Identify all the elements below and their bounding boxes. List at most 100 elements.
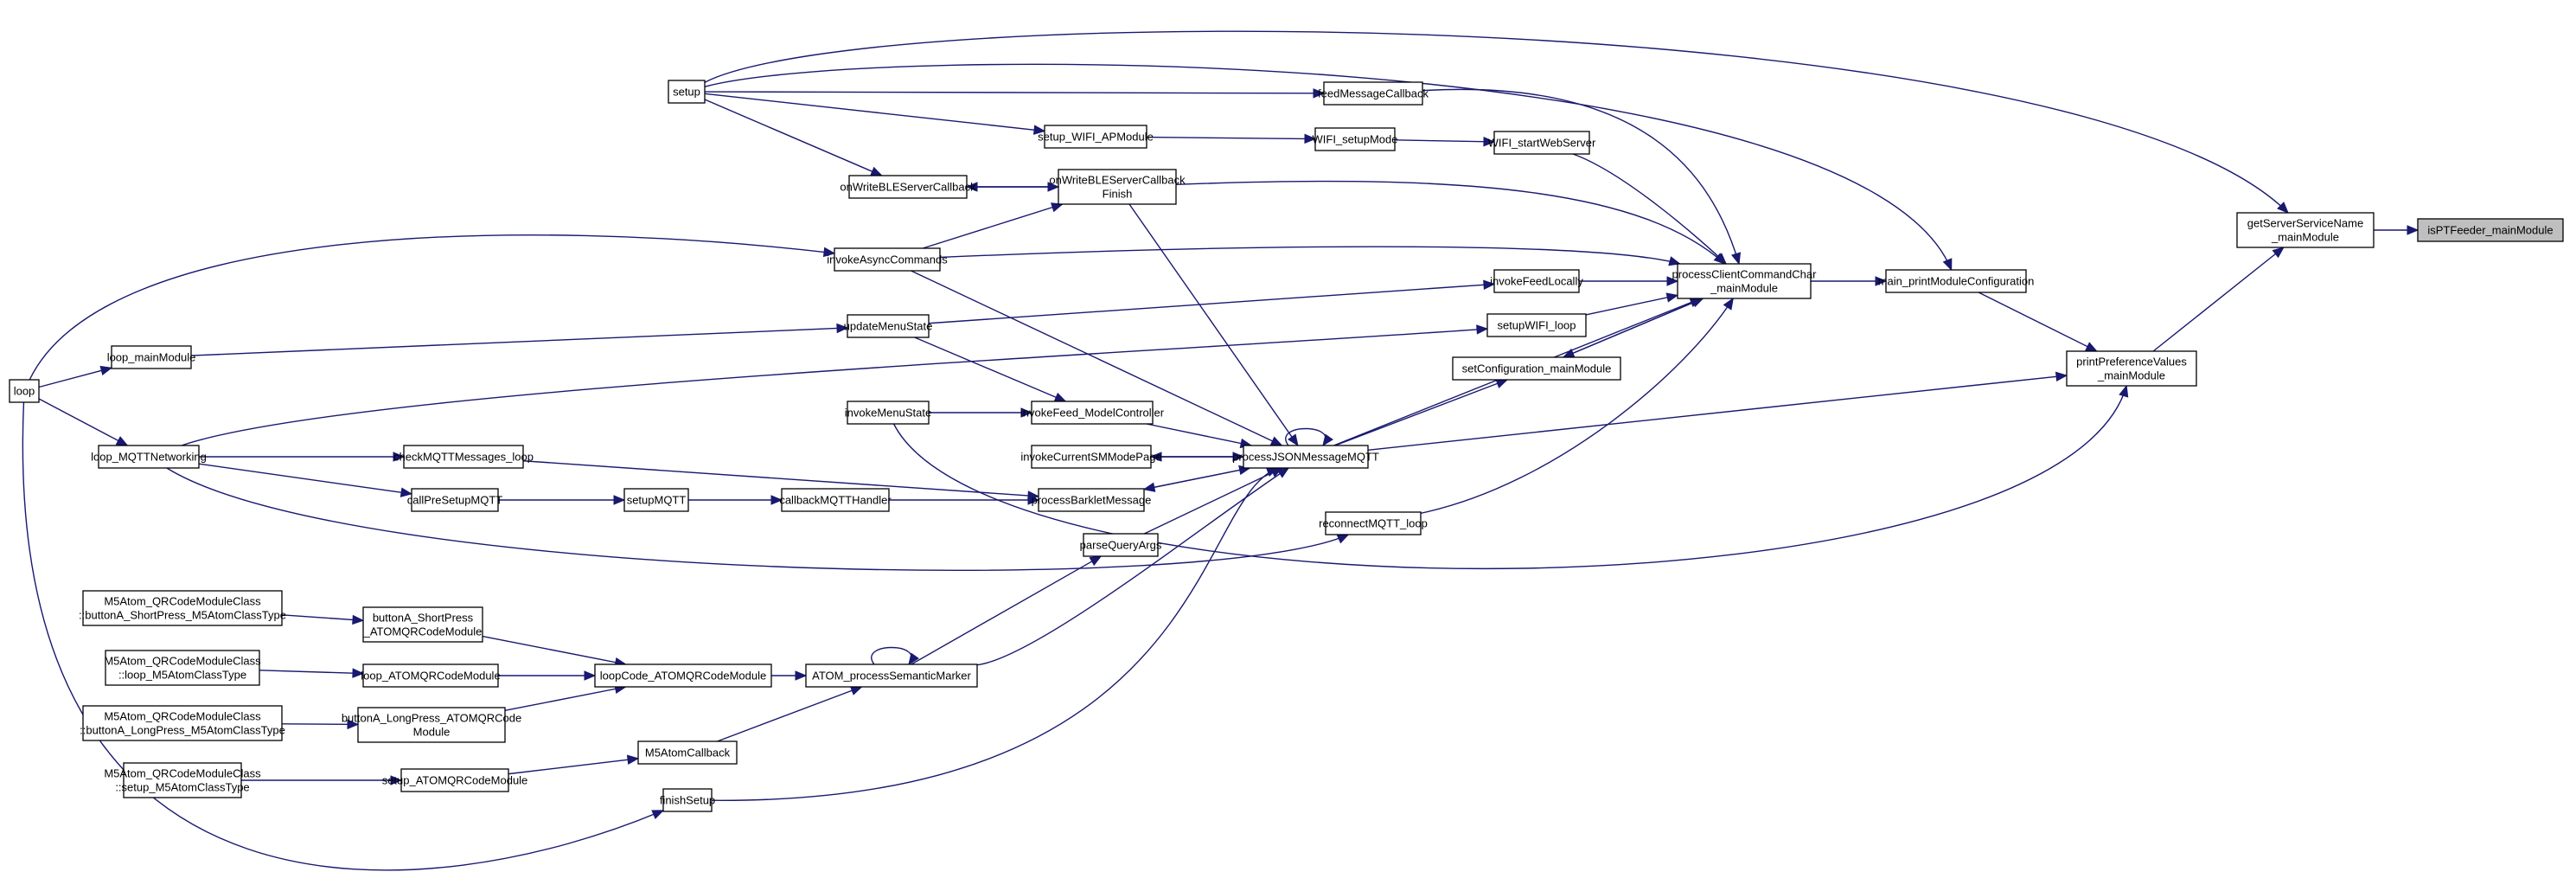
node-label: processBarkletMessage — [1032, 494, 1152, 507]
node-box — [123, 762, 242, 798]
edge-setupWIFI_loop-to-processClientCommandChar — [1585, 292, 1679, 316]
node-setupMQTT[interactable]: setupMQTT — [623, 488, 689, 512]
node-main_printModuleConfiguration[interactable]: main_printModuleConfiguration — [1878, 269, 2035, 293]
node-buttonA_LongPress_ATOM[interactable]: buttonA_LongPress_ATOMQRCodeModule — [342, 707, 521, 743]
edge-line — [1978, 292, 2098, 352]
node-box — [805, 663, 978, 688]
node-loop_ATOMQRCodeModule[interactable]: loop_ATOMQRCodeModule — [361, 663, 501, 688]
node-invokeMenuState[interactable]: invokeMenuState — [845, 401, 931, 425]
node-WIFI_setupMode[interactable]: WIFI_setupMode — [1313, 127, 1398, 151]
node-label: loop_MQTTNetworking — [91, 451, 207, 464]
node-box — [594, 663, 772, 688]
node-label: processJSONMessageMQTT — [1232, 451, 1379, 464]
node-loop_mainModule[interactable]: loop_mainModule — [107, 345, 196, 369]
node-box — [1314, 127, 1396, 151]
edge-onWriteBLEServerCallback-to-onWriteBLEServerCallbackFinish — [967, 182, 1060, 192]
node-invokeCurrentSMModePage[interactable]: invokeCurrentSMModePage — [1020, 445, 1162, 469]
node-processBarkletMessage[interactable]: processBarkletMessage — [1032, 488, 1152, 512]
node-callPreSetupMQTT[interactable]: callPreSetupMQTT — [407, 488, 503, 512]
node-reconnectMQTT_loop[interactable]: reconnectMQTT_loop — [1319, 511, 1428, 535]
node-invokeFeed_ModelController[interactable]: invokeFeed_ModelController — [1020, 401, 1165, 425]
arrowhead-icon — [1875, 276, 1888, 286]
node-getServerServiceName[interactable]: getServerServiceName_mainModule — [2236, 212, 2375, 248]
arrowhead-icon — [347, 719, 360, 730]
edge-line — [704, 91, 1325, 94]
edge-onWriteBLEServerCallbackFinish-to-processClientCommandChar — [1175, 180, 1726, 265]
edge-line — [911, 270, 1282, 446]
node-processClientCommandChar[interactable]: processClientCommandChar_mainModule — [1672, 263, 1818, 299]
edge-line — [190, 327, 848, 356]
arrowhead-icon — [115, 436, 129, 446]
node-onWriteBLEServerCallback[interactable]: onWriteBLEServerCallback — [840, 175, 976, 199]
edge-line — [1143, 467, 1250, 490]
node-loopCode_ATOMQRCodeModule[interactable]: loopCode_ATOMQRCodeModule — [594, 663, 772, 688]
edge-line — [1572, 153, 1727, 265]
node-M5_setup[interactable]: M5Atom_QRCodeModuleClass::setup_M5AtomCl… — [104, 762, 261, 798]
edge-M5_loop-to-loop_ATOMQRCodeModule — [259, 668, 365, 678]
node-processJSONMessageMQTT[interactable]: processJSONMessageMQTT — [1232, 445, 1379, 469]
edge-processJSONMessageMQTT-to-setConfiguration_mainModule — [1334, 379, 1509, 446]
node-buttonA_ShortPress_ATOM[interactable]: buttonA_ShortPress_ATOMQRCodeModule — [362, 606, 483, 643]
edge-line — [939, 246, 1680, 265]
edge-loop_MQTTNetworking-to-setupWIFI_loop — [181, 324, 1489, 446]
node-label: setup_ATOMQRCodeModule — [382, 774, 528, 787]
arrowhead-icon — [908, 652, 919, 666]
arrowhead-icon — [99, 365, 113, 375]
node-setup[interactable]: setup — [668, 80, 706, 104]
node-label: parseQueryArgs — [1080, 539, 1162, 552]
edge-processClientCommandChar-to-main_printModuleConfiguration — [1811, 276, 1888, 286]
node-parseQueryArgs[interactable]: parseQueryArgs — [1080, 533, 1162, 557]
node-callbackMQTTHandler[interactable]: callbackMQTTHandler — [779, 488, 892, 512]
node-setup_WIFI_APModule[interactable]: setup_WIFI_APModule — [1038, 125, 1154, 149]
node-checkMQTTMessages_loop[interactable]: checkMQTTMessages_loop — [393, 445, 534, 469]
node-M5AtomCallback[interactable]: M5AtomCallback — [637, 740, 738, 765]
node-printPreferenceValues[interactable]: printPreferenceValues_mainModule — [2066, 350, 2197, 387]
node-M5_buttonA_ShortPress[interactable]: M5Atom_QRCodeModuleClass::buttonA_ShortP… — [79, 590, 286, 626]
edge-loop-to-invokeAsyncCommands — [29, 234, 836, 381]
node-ATOM_processSemanticMarker[interactable]: ATOM_processSemanticMarker — [805, 663, 978, 688]
node-box — [1885, 269, 2027, 293]
node-setupWIFI_loop[interactable]: setupWIFI_loop — [1486, 313, 1587, 337]
arrowhead-icon — [2055, 371, 2068, 382]
node-invokeAsyncCommands[interactable]: invokeAsyncCommands — [827, 247, 948, 272]
edge-setup-to-onWriteBLEServerCallback — [704, 99, 883, 176]
edge-ATOM_processSemanticMarker-to-processJSONMessageMQTT — [976, 467, 1290, 666]
node-WIFI_startWebServer[interactable]: WIFI_startWebServer — [1488, 131, 1596, 155]
edge-setup-to-setup_WIFI_APModule — [704, 93, 1046, 135]
node-label: updateMenuState — [844, 320, 933, 333]
node-label: isPTFeeder_mainModule — [2427, 224, 2553, 237]
node-label: callPreSetupMQTT — [407, 494, 503, 507]
edge-line — [704, 99, 883, 176]
edge-reconnectMQTT_loop-to-processClientCommandChar — [1420, 297, 1734, 515]
node-updateMenuState[interactable]: updateMenuState — [844, 314, 933, 338]
node-finishSetup[interactable]: finishSetup — [660, 788, 715, 812]
node-setup_ATOMQRCodeModule[interactable]: setup_ATOMQRCodeModule — [382, 768, 528, 792]
edge-setupMQTT-to-callbackMQTTHandler — [688, 495, 783, 505]
node-invokeFeedLocally[interactable]: invokeFeedLocally — [1490, 269, 1583, 293]
node-M5_loop[interactable]: M5Atom_QRCodeModuleClass::loop_M5AtomCla… — [104, 650, 261, 686]
node-box — [403, 445, 524, 469]
edge-M5AtomCallback-to-ATOM_processSemanticMarker — [717, 686, 863, 742]
edge-getServerServiceName-to-isPTFeeder — [2374, 225, 2419, 235]
edge-invokeAsyncCommands-to-processClientCommandChar — [939, 246, 1682, 266]
edge-line — [38, 398, 128, 446]
edge-line — [1143, 467, 1283, 535]
node-label: reconnectMQTT_loop — [1319, 517, 1428, 530]
node-box — [1031, 445, 1152, 469]
arrowhead-icon — [1476, 324, 1489, 335]
edge-line — [704, 93, 1045, 132]
node-isPTFeeder[interactable]: isPTFeeder_mainModule — [2417, 218, 2564, 242]
node-label: feedMessageCallback — [1318, 87, 1429, 100]
node-setConfiguration_mainModule[interactable]: setConfiguration_mainModule — [1452, 356, 1621, 381]
node-box — [1486, 313, 1587, 337]
edge-line — [928, 283, 1495, 324]
node-M5_buttonA_LongPress[interactable]: M5Atom_QRCodeModuleClass::buttonA_LongPr… — [80, 705, 285, 741]
node-box — [9, 379, 40, 403]
edge-loop-to-loop_MQTTNetworking — [38, 398, 129, 446]
node-loop_MQTTNetworking[interactable]: loop_MQTTNetworking — [91, 445, 207, 469]
node-loop[interactable]: loop — [9, 379, 40, 403]
arrowhead-icon — [1668, 256, 1682, 266]
node-feedMessageCallback[interactable]: feedMessageCallback — [1318, 81, 1429, 106]
node-box — [362, 606, 483, 643]
